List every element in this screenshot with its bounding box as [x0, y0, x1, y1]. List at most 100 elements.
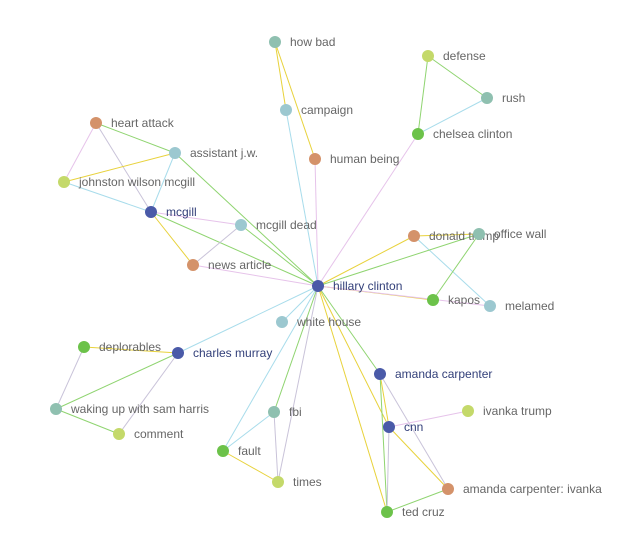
node-kapos[interactable]: kapos: [427, 293, 480, 307]
edge-how-bad-campaign: [274, 41, 287, 111]
node-dot-defense[interactable]: [422, 50, 434, 62]
edge-heart-attack-assistant-jw: [95, 122, 176, 154]
edge-heart-attack-mcgill: [95, 122, 152, 213]
node-label-fault: fault: [238, 444, 261, 458]
node-dot-hillary-clinton[interactable]: [312, 280, 324, 292]
edge-hillary-clinton-charles-murray: [177, 285, 319, 354]
node-label-human-being: human being: [330, 152, 399, 166]
edge-office-wall-kapos: [432, 233, 480, 301]
node-ivanka-trump[interactable]: ivanka trump: [462, 404, 552, 418]
edge-chelsea-clinton-hillary-clinton: [317, 133, 419, 287]
edge-hillary-clinton-melamed: [317, 285, 491, 307]
edge-assistant-jw-johnston-wilson-mcgill: [63, 152, 176, 183]
node-dot-assistant-jw[interactable]: [169, 147, 181, 159]
node-ted-cruz[interactable]: ted cruz: [381, 505, 445, 519]
node-dot-comment[interactable]: [113, 428, 125, 440]
node-chelsea-clinton[interactable]: chelsea clinton: [412, 127, 512, 141]
node-deplorables[interactable]: deplorables: [78, 340, 161, 354]
node-label-ted-cruz: ted cruz: [402, 505, 445, 519]
node-times[interactable]: times: [272, 475, 322, 489]
edge-cnn-amanda-carpenter-ivanka: [388, 426, 449, 490]
node-amanda-carpenter-ivanka[interactable]: amanda carpenter: ivanka: [442, 482, 602, 496]
node-label-fbi: fbi: [289, 405, 302, 419]
node-label-white-house: white house: [296, 315, 361, 329]
edge-donald-trump-office-wall: [413, 233, 480, 237]
edge-hillary-clinton-amanda-carpenter: [317, 285, 381, 375]
node-amanda-carpenter[interactable]: amanda carpenter: [374, 367, 492, 381]
edge-mcgill-mcgill-dead: [150, 211, 242, 226]
edge-donald-trump-melamed: [413, 235, 491, 307]
node-rush[interactable]: rush: [481, 91, 525, 105]
node-label-donald-trump: donald trump: [429, 229, 499, 243]
edges-layer: [55, 41, 491, 513]
edge-amanda-carpenter-amanda-carpenter-ivanka: [379, 373, 449, 490]
node-label-amanda-carpenter: amanda carpenter: [395, 367, 492, 381]
node-dot-times[interactable]: [272, 476, 284, 488]
node-dot-ivanka-trump[interactable]: [462, 405, 474, 417]
node-campaign[interactable]: campaign: [280, 103, 353, 117]
node-assistant-jw[interactable]: assistant j.w.: [169, 146, 258, 160]
node-dot-fault[interactable]: [217, 445, 229, 457]
edge-assistant-jw-mcgill: [150, 152, 176, 213]
node-comment[interactable]: comment: [113, 427, 184, 441]
node-melamed[interactable]: melamed: [484, 299, 554, 313]
node-white-house[interactable]: white house: [276, 315, 361, 329]
edge-human-being-hillary-clinton: [314, 158, 319, 287]
edge-office-wall-hillary-clinton: [317, 233, 480, 287]
node-label-times: times: [293, 475, 322, 489]
node-dot-human-being[interactable]: [309, 153, 321, 165]
edge-charles-murray-waking-up: [55, 352, 179, 410]
node-fault[interactable]: fault: [217, 444, 261, 458]
node-dot-how-bad[interactable]: [269, 36, 281, 48]
node-dot-amanda-carpenter-ivanka[interactable]: [442, 483, 454, 495]
node-dot-melamed[interactable]: [484, 300, 496, 312]
node-dot-ted-cruz[interactable]: [381, 506, 393, 518]
node-hillary-clinton[interactable]: hillary clinton: [312, 279, 402, 293]
node-dot-rush[interactable]: [481, 92, 493, 104]
node-human-being[interactable]: human being: [309, 152, 399, 166]
node-waking-up[interactable]: waking up with sam harris: [50, 402, 209, 416]
edge-waking-up-comment: [55, 408, 120, 435]
node-johnston-wilson-mcgill[interactable]: johnston wilson mcgill: [58, 175, 195, 189]
node-defense[interactable]: defense: [422, 49, 486, 63]
edge-deplorables-waking-up: [55, 346, 85, 410]
node-charles-murray[interactable]: charles murray: [172, 346, 272, 360]
node-dot-kapos[interactable]: [427, 294, 439, 306]
node-how-bad[interactable]: how bad: [269, 35, 335, 49]
node-dot-chelsea-clinton[interactable]: [412, 128, 424, 140]
node-dot-office-wall[interactable]: [473, 228, 485, 240]
node-dot-news-article[interactable]: [187, 259, 199, 271]
edge-amanda-carpenter-ted-cruz: [379, 373, 388, 513]
node-news-article[interactable]: news article: [187, 258, 272, 272]
node-dot-white-house[interactable]: [276, 316, 288, 328]
edge-ted-cruz-amanda-carpenter-ivanka: [386, 488, 449, 513]
edge-hillary-clinton-ted-cruz: [317, 285, 388, 513]
node-mcgill-dead[interactable]: mcgill dead: [235, 218, 317, 232]
node-label-mcgill: mcgill: [166, 205, 197, 219]
node-label-deplorables: deplorables: [99, 340, 161, 354]
node-dot-campaign[interactable]: [280, 104, 292, 116]
edge-defense-rush: [427, 55, 488, 99]
edge-defense-chelsea-clinton: [417, 55, 429, 135]
node-mcgill[interactable]: mcgill: [145, 205, 197, 219]
node-dot-heart-attack[interactable]: [90, 117, 102, 129]
node-dot-cnn[interactable]: [383, 421, 395, 433]
node-dot-donald-trump[interactable]: [408, 230, 420, 242]
node-dot-mcgill-dead[interactable]: [235, 219, 247, 231]
node-fbi[interactable]: fbi: [268, 405, 302, 419]
node-office-wall[interactable]: office wall: [473, 227, 546, 241]
edge-donald-trump-hillary-clinton: [317, 235, 415, 287]
node-dot-fbi[interactable]: [268, 406, 280, 418]
node-dot-deplorables[interactable]: [78, 341, 90, 353]
node-dot-amanda-carpenter[interactable]: [374, 368, 386, 380]
node-dot-waking-up[interactable]: [50, 403, 62, 415]
node-dot-mcgill[interactable]: [145, 206, 157, 218]
node-cnn[interactable]: cnn: [383, 420, 423, 434]
node-dot-charles-murray[interactable]: [172, 347, 184, 359]
node-dot-johnston-wilson-mcgill[interactable]: [58, 176, 70, 188]
edge-cnn-ivanka-trump: [388, 410, 469, 428]
node-heart-attack[interactable]: heart attack: [90, 116, 175, 130]
node-label-heart-attack: heart attack: [111, 116, 175, 130]
edge-cnn-ted-cruz: [386, 426, 390, 513]
